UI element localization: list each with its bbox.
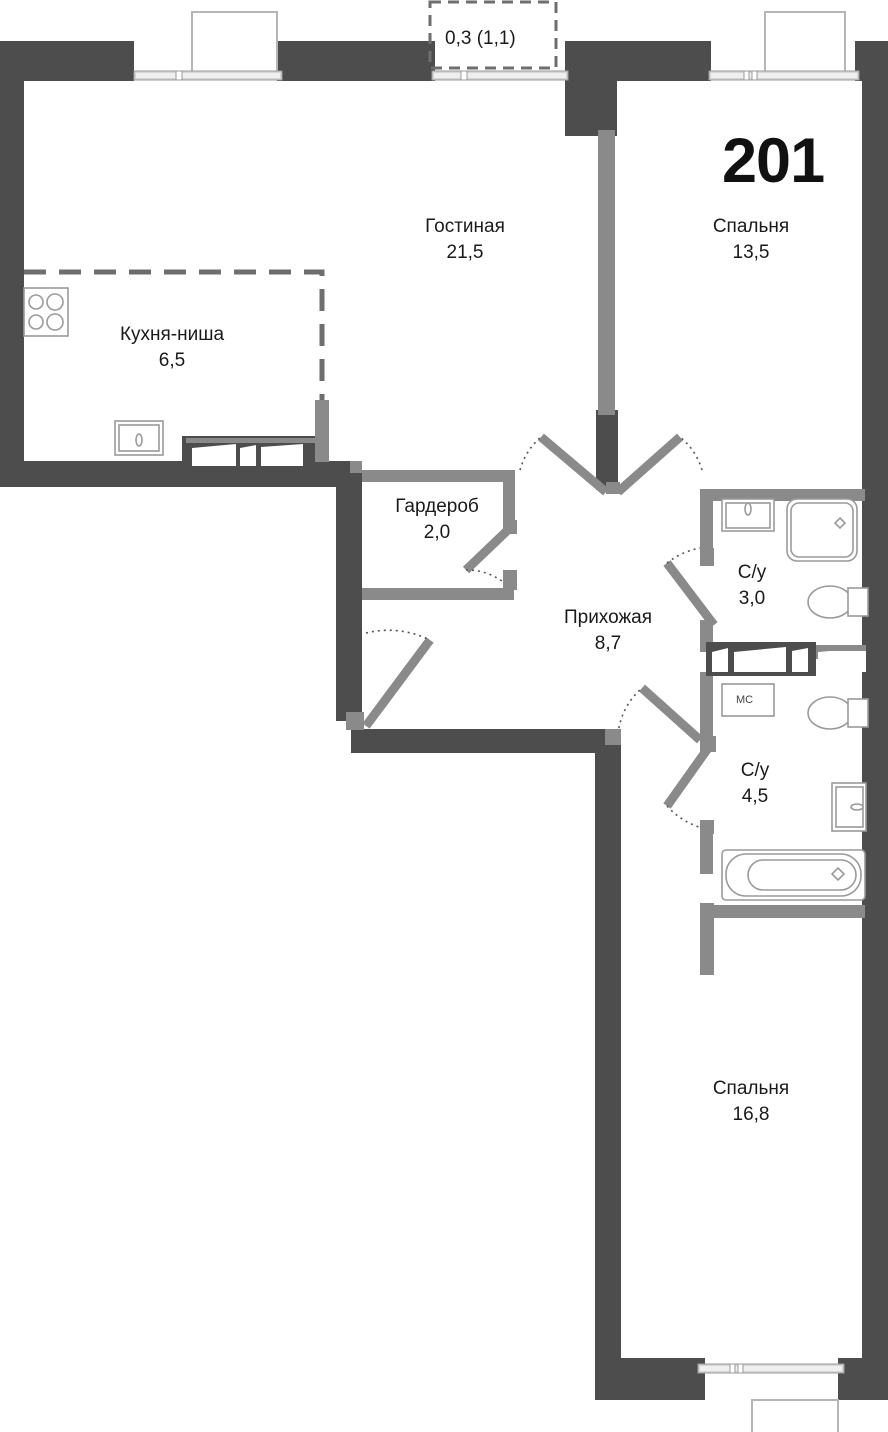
kitchen-sink: [114, 420, 164, 456]
room-label-hallway: Прихожая 8,7: [508, 605, 708, 657]
sliding-wardrobe-corridor: [706, 642, 866, 676]
door-wardrobe: [462, 523, 515, 590]
balcony-outline: [428, 0, 558, 70]
door-living: [519, 433, 609, 496]
room-name: Кухня-ниша: [119, 324, 225, 345]
room-name: С/у: [740, 760, 770, 781]
room-name: Спальня: [712, 1078, 790, 1099]
wash-basin-top: [721, 498, 775, 532]
window-bedroom2: [697, 1363, 845, 1374]
room-label-bath2: С/у 4,5: [705, 758, 805, 810]
bedroom2-partition: [700, 903, 714, 975]
room-label-living: Гостиная 21,5: [365, 214, 565, 266]
fixtures: [23, 287, 869, 901]
balcony-door-top: [431, 70, 569, 81]
room-label-wardrobe: Гардероб 2,0: [357, 494, 517, 546]
stove-cooktop: [23, 287, 69, 337]
wash-basin-bottom: [831, 782, 867, 832]
room-area: 16,8: [732, 1104, 770, 1125]
door-entry: [362, 629, 434, 729]
exterior-walls: [0, 41, 888, 1400]
room-area: 21,5: [446, 242, 484, 263]
door-bath2: [663, 741, 715, 829]
room-label-bedroom2: Спальня 16,8: [651, 1076, 851, 1128]
room-label-bath1: С/у 3,0: [702, 560, 802, 612]
door-jambs: [346, 482, 714, 834]
room-label-bedroom1: Спальня 13,5: [651, 214, 851, 266]
washing-machine: [721, 683, 775, 717]
room-name: Спальня: [712, 216, 790, 237]
exterior-balcony-rails: [191, 11, 846, 1432]
door-bedroom1: [615, 433, 703, 496]
room-name: Гардероб: [395, 496, 479, 517]
washing-machine-label: МС: [736, 694, 754, 706]
room-name: Гостиная: [425, 216, 505, 237]
doors: [362, 433, 718, 829]
kitchen-niche-outline: [24, 269, 325, 400]
door-bedroom2: [617, 684, 704, 744]
unit-number: 201: [722, 126, 825, 196]
windows: [133, 70, 860, 1374]
bathtub: [721, 849, 866, 901]
sliding-wardrobe-kitchen: [182, 400, 329, 468]
shower-tray: [786, 498, 858, 562]
room-area: 6,5: [158, 350, 186, 371]
toilet-bottom: [807, 696, 869, 730]
window-bedroom1: [708, 70, 860, 81]
room-area: 2,0: [423, 522, 451, 543]
balcony-area-label: 0,3 (1,1): [445, 28, 516, 49]
door-bath1: [663, 547, 718, 628]
room-label-kitchen: Кухня-ниша 6,5: [72, 322, 272, 374]
room-area: 3,0: [738, 588, 766, 609]
room-area: 8,7: [594, 633, 622, 654]
room-name: С/у: [737, 562, 767, 583]
toilet-top: [807, 585, 869, 619]
room-name: Прихожая: [563, 607, 653, 628]
room-area: 4,5: [741, 786, 769, 807]
window-living-left: [133, 70, 283, 81]
room-area: 13,5: [732, 242, 770, 263]
